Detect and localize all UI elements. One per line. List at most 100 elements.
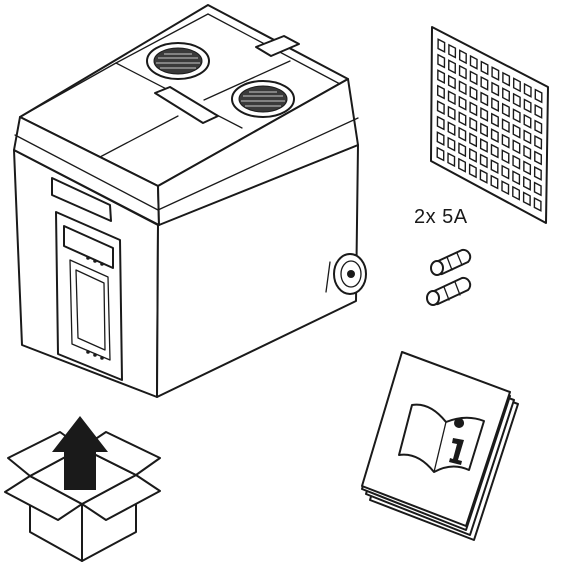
grid-tray-cell (447, 136, 456, 152)
grid-tray-cell (469, 116, 478, 132)
grid-tray-cell (480, 106, 489, 122)
grid-tray-cell (523, 144, 532, 160)
grid-tray-cell (490, 174, 499, 190)
grid-tray-cell (447, 90, 456, 106)
vent-left (146, 42, 210, 80)
grid-tray-cell (480, 122, 489, 138)
grid-tray-cell (490, 112, 499, 128)
grid-tray-cell (501, 102, 510, 118)
grid-tray-cell (437, 53, 446, 69)
grid-tray-cell (447, 152, 456, 168)
grid-tray-cell (490, 143, 499, 159)
grid-tray-cell (437, 38, 446, 54)
grid-tray-cell (436, 115, 445, 131)
grid-tray-cell (479, 137, 488, 153)
grid-tray-cell (512, 154, 521, 170)
grid-tray-cell (512, 77, 521, 93)
control-panel (55, 211, 123, 381)
grid-tray-cell (469, 85, 478, 101)
grid-tray-cell (512, 170, 521, 186)
coolbox-lid-rim-right (157, 78, 359, 226)
fuses (426, 248, 472, 306)
grid-tray-cell (458, 95, 467, 111)
grid-tray-cell (448, 43, 457, 59)
grid-tray-cell (501, 118, 510, 134)
grid-tray-cell (523, 82, 532, 98)
grid-tray-cell (447, 105, 456, 121)
fuse-bottom (426, 276, 472, 306)
grid-tray-cell (501, 164, 510, 180)
grid-tray-cell (491, 66, 500, 82)
front-handle (51, 177, 112, 222)
grid-tray-cell (458, 49, 467, 65)
grid-tray-cell (491, 97, 500, 113)
grid-tray-cell (458, 111, 467, 127)
grid-tray-cell (436, 84, 445, 100)
grid-tray-cell (534, 103, 543, 119)
grid-tray-cell (502, 87, 510, 103)
grid-tray-cells (436, 38, 543, 212)
grid-tray-cell (523, 160, 532, 176)
grid-tray-cell (447, 121, 456, 137)
grid-tray-cell (447, 74, 456, 90)
grid-tray-cell (512, 185, 521, 201)
grid-tray-cell (523, 98, 532, 114)
grid-tray-cell (512, 123, 521, 139)
grid-tray-cell (479, 153, 488, 169)
grid-tray-cell (502, 71, 511, 87)
grid-tray-cell (523, 129, 532, 145)
grid-tray-cell (436, 100, 445, 116)
grid-tray-cell (534, 134, 543, 150)
grid-tray-cell (458, 80, 467, 96)
grid-tray-cell (479, 168, 488, 184)
grid-tray-cell (512, 108, 521, 124)
grid-tray-cell (448, 59, 456, 75)
grid-tray-cell (458, 126, 467, 142)
grid-tray-cell (512, 92, 521, 108)
lid-label-plate (255, 35, 300, 57)
grid-tray-cell (501, 180, 510, 196)
grid-tray-cell (469, 101, 478, 117)
up-arrow-icon (52, 416, 108, 490)
grid-tray-cell (480, 91, 489, 107)
grid-tray-cell (490, 159, 499, 175)
grid-tray-cell (469, 132, 478, 148)
grid-tray-cell (458, 157, 467, 173)
grid-tray-cell (480, 75, 489, 91)
grid-tray-cell (533, 181, 542, 197)
vent-right (231, 80, 295, 118)
instruction-manual (361, 351, 519, 541)
grid-tray (430, 26, 549, 224)
grid-tray-cell (512, 139, 521, 155)
grid-tray-cell (468, 163, 477, 179)
lid-latch (154, 86, 219, 124)
grid-tray-cell (469, 70, 478, 86)
grid-tray-cell (534, 88, 543, 104)
grid-tray-cell (436, 131, 445, 147)
grid-tray-cell (533, 196, 542, 212)
grid-tray-cell (490, 128, 499, 144)
info-book-icon (398, 403, 485, 473)
grid-tray-cell (458, 64, 467, 80)
grid-tray-cell (458, 142, 467, 158)
grid-tray-cell (480, 60, 489, 76)
grid-tray-cell (491, 81, 500, 97)
grid-tray-cell (436, 146, 445, 162)
grid-tray-cell (522, 191, 531, 207)
grid-tray-cell (469, 54, 478, 70)
grid-tray-cell (534, 150, 543, 166)
unpack-box-icon (4, 416, 161, 562)
fuse-label: 2x 5A (414, 206, 468, 228)
grid-tray-cell (533, 165, 542, 181)
grid-tray-cell (501, 149, 510, 165)
fuse-top (430, 248, 472, 276)
grid-tray-cell (534, 119, 543, 135)
grid-tray-cell (523, 113, 532, 129)
grid-tray-cell (437, 69, 446, 85)
grid-tray-cell (523, 175, 531, 191)
coolbox (13, 4, 367, 398)
grid-tray-cell (469, 147, 477, 163)
grid-tray-cell (501, 133, 510, 149)
